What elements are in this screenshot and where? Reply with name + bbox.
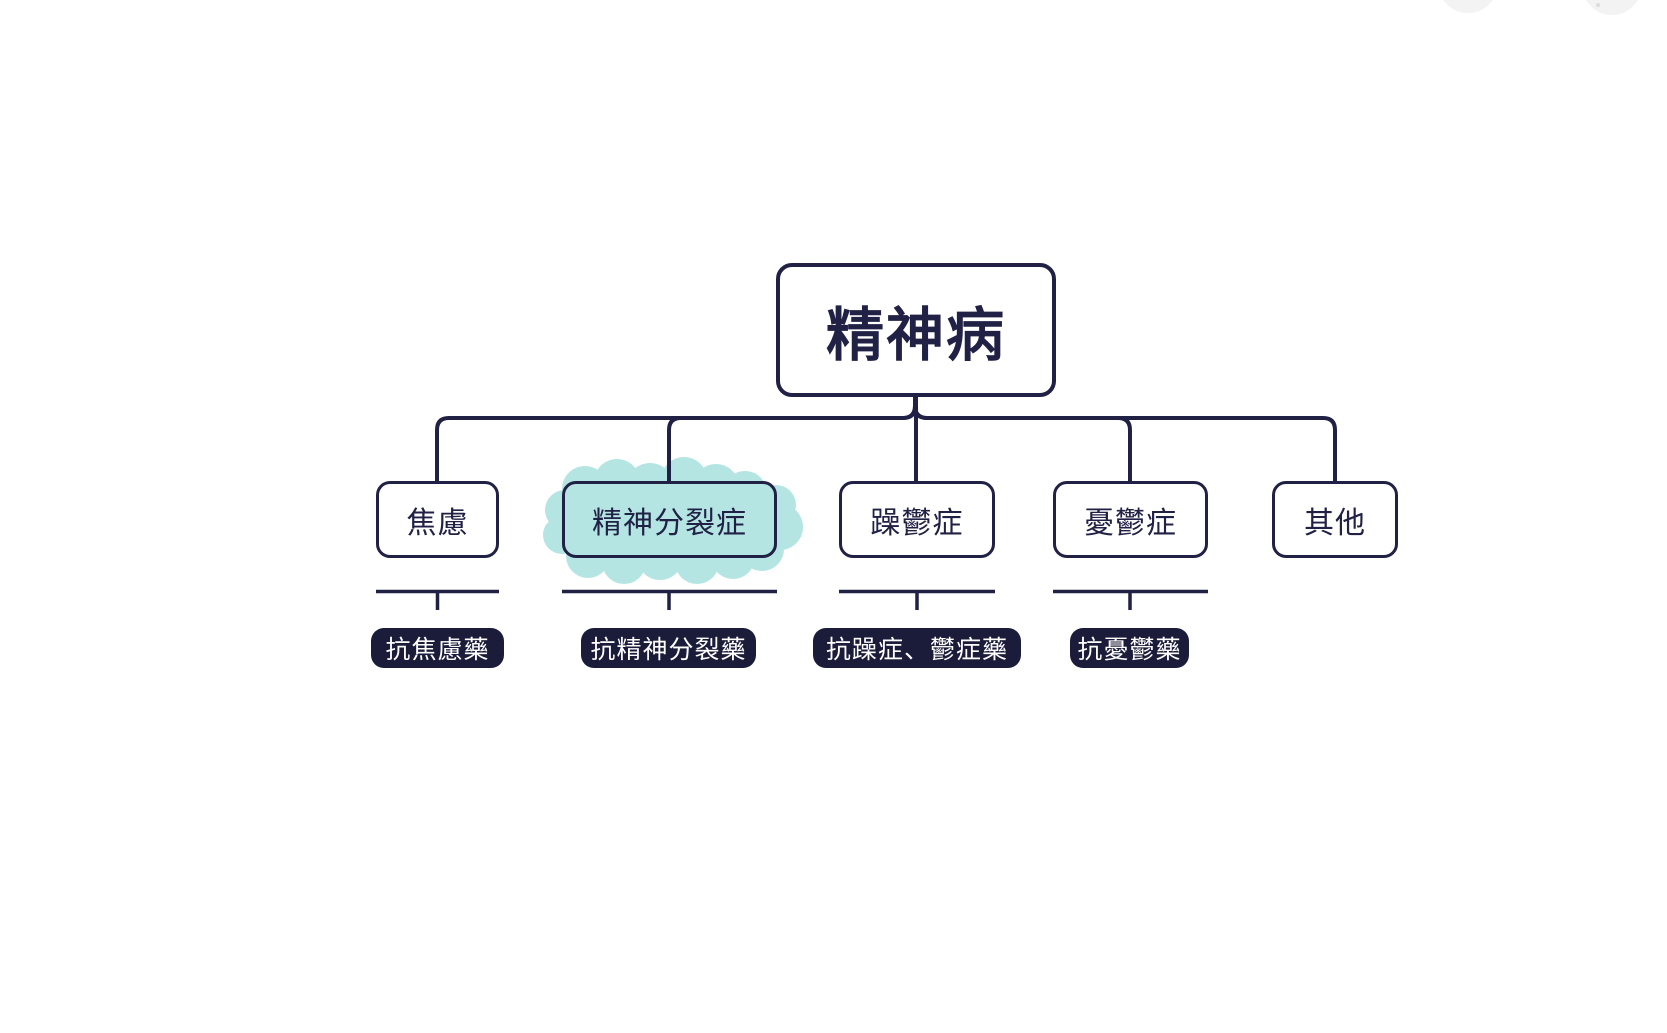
node-schizophrenia-label: 精神分裂症: [592, 506, 747, 540]
drug-connectors: [376, 589, 1208, 610]
node-bipolar-disorder[interactable]: 躁鬱症: [839, 481, 995, 558]
drug-pill-anti-anxiety[interactable]: 抗焦慮藥: [371, 628, 504, 668]
drug-pill-anti-mania-depression[interactable]: 抗躁症、鬱症藥: [813, 628, 1021, 668]
node-bipolar-disorder-label: 躁鬱症: [870, 506, 964, 540]
node-depression[interactable]: 憂鬱症: [1053, 481, 1208, 558]
node-anxiety-label: 焦慮: [406, 506, 469, 540]
drug-pill-antidepressant[interactable]: 抗憂鬱藥: [1070, 628, 1189, 668]
node-schizophrenia[interactable]: 精神分裂症: [562, 481, 777, 558]
node-depression-label: 憂鬱症: [1084, 506, 1177, 540]
tree-connectors: [435, 397, 1337, 481]
drug-pill-antipsychotic-label: 抗精神分裂藥: [590, 636, 747, 664]
node-others[interactable]: 其他: [1272, 481, 1398, 558]
node-others-label: 其他: [1304, 506, 1366, 540]
node-root-label: 精神病: [825, 303, 1006, 368]
drug-pill-anti-mania-depression-label: 抗躁症、鬱症藥: [825, 636, 1008, 664]
drug-pill-antipsychotic[interactable]: 抗精神分裂藥: [581, 628, 756, 668]
toolbar-button-dot: [1596, 3, 1600, 7]
drug-pill-anti-anxiety-label: 抗焦慮藥: [385, 636, 490, 664]
drug-pill-antidepressant-label: 抗憂鬱藥: [1077, 636, 1182, 664]
node-anxiety[interactable]: 焦慮: [376, 481, 499, 558]
node-root[interactable]: 精神病: [776, 263, 1056, 397]
